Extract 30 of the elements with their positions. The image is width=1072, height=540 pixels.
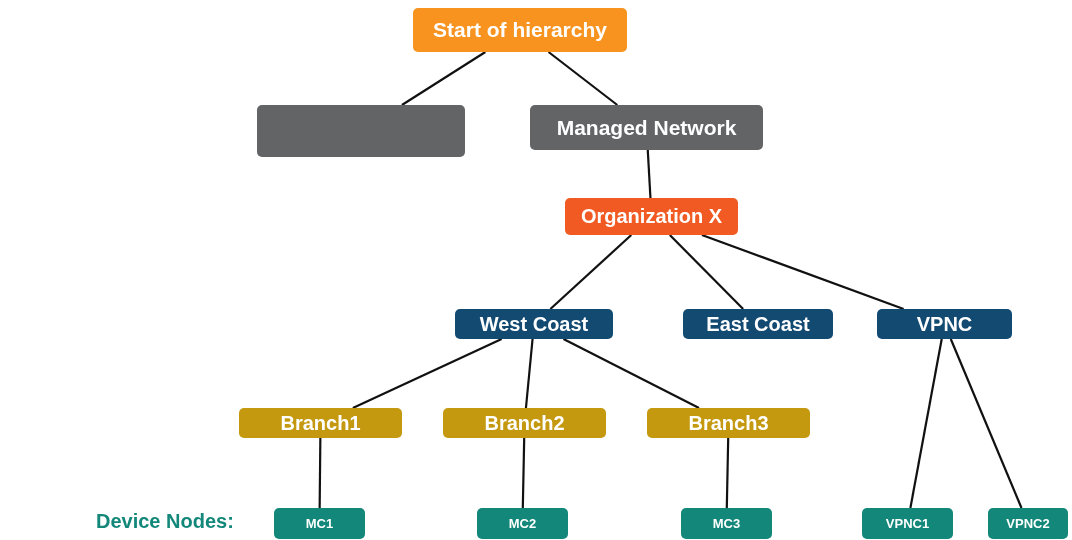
connector-line (524, 338, 534, 409)
hierarchy-box: Branch1 (239, 408, 402, 438)
hierarchy-box: MC3 (681, 508, 772, 539)
hierarchy-box: MC2 (477, 508, 568, 539)
hierarchy-box: Start of hierarchy (413, 8, 627, 52)
connector-line (352, 338, 503, 409)
hierarchy-box: Organization X (565, 198, 738, 235)
connector-line (669, 234, 744, 310)
connector-line (547, 51, 618, 106)
connector-line (701, 233, 904, 311)
connector-line (646, 149, 652, 199)
empty-box (257, 105, 465, 157)
hierarchy-box: Branch2 (443, 408, 606, 438)
hierarchy-box: VPNC2 (988, 508, 1068, 539)
hierarchy-box: VPNC1 (862, 508, 953, 539)
connector-line (725, 437, 730, 509)
connector-line (401, 51, 486, 106)
connector-line (549, 234, 633, 310)
connector-line (562, 338, 700, 409)
hierarchy-box: MC1 (274, 508, 365, 539)
hierarchy-box: Managed Network (530, 105, 763, 150)
row-label: Device Nodes: (96, 510, 234, 533)
connector-line (909, 338, 943, 509)
hierarchy-box: VPNC (877, 309, 1012, 339)
connector-line (318, 438, 322, 508)
hierarchy-box: East Coast (683, 309, 833, 339)
connector-line (949, 338, 1023, 509)
hierarchy-box: Branch3 (647, 408, 810, 438)
connector-line (521, 437, 526, 509)
hierarchy-box: West Coast (455, 309, 613, 339)
